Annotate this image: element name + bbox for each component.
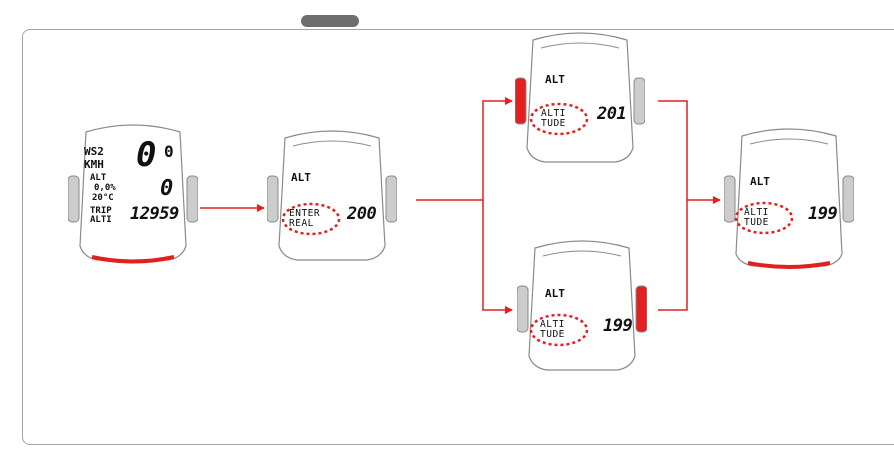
lcd-mode-text-1: ALTI	[744, 207, 769, 218]
lcd-mode-label: ALT	[545, 287, 565, 300]
arrow-enter-to-up	[416, 97, 513, 201]
lcd-mode-label: ALT	[545, 73, 565, 86]
lcd-line-3: ALT	[90, 173, 107, 183]
lcd-line-7: ALTI	[90, 215, 112, 225]
arrow-down-to-result	[658, 200, 688, 311]
lcd-mode-text-2: TUDE	[541, 118, 566, 129]
lcd-mode-text-2: TUDE	[744, 217, 769, 228]
lcd-speed-decimal: 0	[164, 142, 174, 161]
arrow-up-to-result	[658, 100, 688, 200]
lcd-mode-text-2: REAL	[289, 218, 314, 229]
device-up: ALT ALTI TUDE 201	[515, 28, 645, 188]
lcd-speed: 0	[136, 135, 157, 175]
lcd-line-6: TRIP	[90, 206, 112, 216]
lcd-line-1: WS2	[84, 145, 104, 158]
lcd-value: 201	[597, 104, 627, 124]
lcd-value: 12959	[130, 204, 179, 224]
arrow-enter-to-down	[482, 200, 513, 314]
device-body	[515, 32, 645, 163]
lcd-line-5: 20°C	[92, 193, 114, 203]
device-result: ALT ALTI TUDE 199	[724, 124, 854, 284]
lcd-mode-label: ALT	[750, 175, 770, 188]
lcd-line-4: 0,0%	[94, 183, 116, 193]
lcd-secondary: 0	[160, 176, 174, 201]
device-body	[517, 240, 647, 371]
lcd-mode-text-2: TUDE	[540, 329, 565, 340]
device-main: WS2 KMH ALT 0,0% 20°C TRIP ALTI 0 0 0 12…	[68, 120, 198, 280]
device-body	[724, 128, 854, 269]
lcd-value: 199	[808, 204, 838, 224]
lcd-mode-label: ALT	[291, 171, 311, 184]
lcd-line-2: KMH	[84, 158, 104, 171]
lcd-mode-text-1: ENTER	[289, 208, 321, 219]
lcd-mode-text-1: ALTI	[541, 108, 566, 119]
device-down: ALT ALTI TUDE 199	[517, 236, 647, 396]
device-body	[267, 130, 397, 261]
lcd-mode-text-1: ALTI	[540, 319, 565, 330]
device-enter: ALT ENTER REAL 200	[267, 126, 397, 286]
lcd-value: 199	[603, 316, 633, 336]
header-tab	[301, 15, 359, 27]
diagram-frame	[22, 29, 894, 445]
device-body	[68, 124, 198, 264]
lcd-value: 200	[347, 204, 377, 224]
